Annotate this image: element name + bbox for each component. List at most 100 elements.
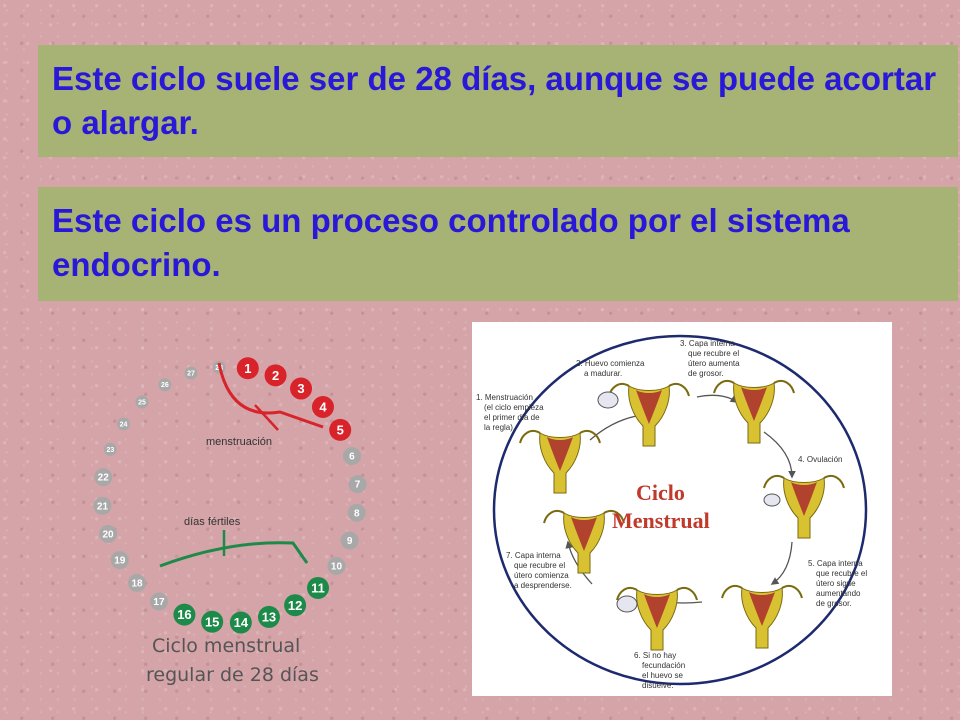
day-marker bbox=[93, 496, 112, 515]
day-marker bbox=[327, 557, 346, 576]
menstruation-bracket bbox=[217, 362, 324, 429]
stage6-line4: disuelve. bbox=[642, 681, 674, 690]
day-number: 25 bbox=[138, 399, 146, 406]
day-number: 20 bbox=[103, 529, 115, 540]
wheel-caption-line2: regular de 28 días bbox=[146, 664, 319, 686]
day-number: 10 bbox=[331, 562, 343, 573]
stage5-line3: útero sigue bbox=[816, 579, 856, 588]
day-marker bbox=[290, 377, 313, 400]
stage7-line4: a desprenderse. bbox=[514, 581, 572, 590]
day-circle-27: 27 bbox=[184, 366, 198, 380]
day-circle-25: 25 bbox=[135, 395, 149, 409]
stage3-line1: 3. Capa interna bbox=[680, 339, 735, 348]
day-number: 2 bbox=[272, 368, 279, 383]
menstrual-cycle-panel: Ciclo Menstrual 1. Menstruación (el cicl… bbox=[472, 322, 892, 696]
stage7-line2: que recubre el bbox=[514, 561, 565, 570]
day-marker bbox=[158, 378, 172, 392]
day-marker bbox=[311, 396, 334, 419]
day-number: 1 bbox=[244, 361, 251, 376]
day-number: 17 bbox=[153, 597, 165, 608]
day-number: 18 bbox=[131, 578, 143, 589]
wheel-caption-line1: Ciclo menstrual bbox=[152, 635, 300, 657]
stage2-line2: a madurar. bbox=[584, 369, 622, 378]
menstruation-pointer bbox=[254, 404, 279, 431]
stage4-line1: 4. Ovulación bbox=[798, 455, 842, 464]
stage3-line2: que recubre el bbox=[688, 349, 739, 358]
day-number: 4 bbox=[319, 400, 327, 415]
day-circle-19: 19 bbox=[110, 551, 129, 570]
day-circle-23: 23 bbox=[103, 442, 117, 456]
ovary-icon bbox=[597, 391, 619, 409]
stage3-line4: de grosor. bbox=[688, 369, 724, 378]
stage7-line1: 7. Capa interna bbox=[506, 551, 561, 560]
day-number: 21 bbox=[97, 501, 109, 512]
stage1-line4: la regla). bbox=[484, 423, 515, 432]
day-marker bbox=[340, 531, 359, 550]
panel-title-line1: Ciclo bbox=[636, 480, 685, 505]
day-circle-24: 24 bbox=[117, 417, 131, 431]
fertile-bracket bbox=[159, 541, 309, 568]
cycle-arrow bbox=[565, 540, 593, 585]
stage5-line1: 5. Capa interna bbox=[808, 559, 863, 568]
day-marker bbox=[173, 603, 196, 626]
stage2-line1: 2. Huevo comienza bbox=[576, 359, 645, 368]
day-circle-9: 9 bbox=[340, 531, 359, 550]
day-number: 15 bbox=[205, 614, 219, 629]
day-number: 5 bbox=[337, 422, 344, 437]
cycle-ring bbox=[492, 334, 868, 686]
endocrine-text: Este ciclo es un proceso controlado por … bbox=[52, 202, 850, 283]
day-circle-17: 17 bbox=[149, 592, 168, 611]
day-circle-22: 22 bbox=[94, 468, 113, 487]
day-circle-18: 18 bbox=[128, 573, 147, 592]
stage6-line1: 6. Si no hay bbox=[634, 651, 676, 660]
day-circle-12: 12 bbox=[284, 594, 307, 617]
text-box-cycle-length: Este ciclo suele ser de 28 días, aunque … bbox=[38, 45, 958, 157]
day-circle-3: 3 bbox=[290, 377, 313, 400]
day-marker bbox=[135, 395, 149, 409]
day-number: 6 bbox=[349, 452, 355, 463]
stage7-line3: útero comienza bbox=[514, 571, 569, 580]
day-number: 3 bbox=[297, 381, 304, 396]
stage1-line2: (el ciclo empieza bbox=[484, 403, 544, 412]
day-number: 12 bbox=[288, 598, 302, 613]
day-number: 22 bbox=[98, 473, 110, 484]
day-circle-26: 26 bbox=[158, 378, 172, 392]
day-marker bbox=[257, 605, 280, 628]
ovary-icon bbox=[763, 493, 781, 507]
day-number: 11 bbox=[311, 581, 325, 596]
day-circle-6: 6 bbox=[342, 447, 361, 466]
day-marker bbox=[149, 592, 168, 611]
stage6-line3: el huevo se bbox=[642, 671, 683, 680]
day-marker bbox=[201, 610, 224, 633]
text-box-endocrine: Este ciclo es un proceso controlado por … bbox=[38, 187, 958, 301]
day-number: 23 bbox=[106, 447, 114, 454]
stage1-line1: 1. Menstruación bbox=[476, 393, 533, 402]
day-number: 9 bbox=[347, 536, 353, 547]
day-number: 13 bbox=[262, 609, 276, 624]
panel-background bbox=[472, 322, 892, 696]
stage5-line2: que recubre el bbox=[816, 569, 867, 578]
ovary-icon bbox=[616, 595, 638, 613]
stage3-line3: útero aumenta bbox=[688, 359, 740, 368]
day-marker bbox=[329, 418, 352, 441]
day-marker bbox=[103, 442, 117, 456]
stage6-line2: fecundación bbox=[642, 661, 685, 670]
day-marker bbox=[284, 594, 307, 617]
day-circle-16: 16 bbox=[173, 603, 196, 626]
day-circle-21: 21 bbox=[93, 496, 112, 515]
day-circle-5: 5 bbox=[329, 418, 352, 441]
day-number: 26 bbox=[161, 382, 169, 389]
day-number: 14 bbox=[234, 615, 249, 630]
day-marker bbox=[99, 524, 118, 543]
day-circle-14: 14 bbox=[229, 611, 252, 634]
cycle-arrow bbox=[763, 431, 796, 479]
day-marker bbox=[236, 357, 259, 380]
day-number: 19 bbox=[114, 556, 126, 567]
stage1-line3: el primer día de bbox=[484, 413, 540, 422]
day-circle-2: 2 bbox=[264, 364, 287, 387]
day-number: 8 bbox=[354, 508, 360, 519]
day-marker bbox=[110, 551, 129, 570]
panel-title-line2: Menstrual bbox=[612, 508, 710, 533]
